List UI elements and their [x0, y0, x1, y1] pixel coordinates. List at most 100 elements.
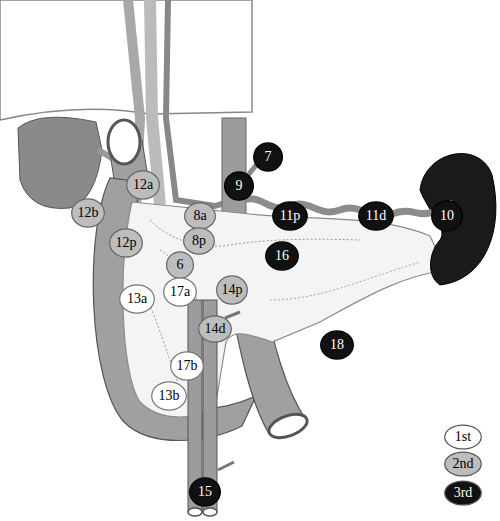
node-ellipse: [167, 252, 194, 278]
station-number: 12a: [133, 178, 153, 192]
node-ellipse: [321, 331, 354, 359]
mesenteric-branch: [225, 312, 240, 318]
lymph-node-station: 12b: [71, 198, 105, 228]
pancreas: [123, 202, 446, 417]
node-ellipse: [171, 352, 204, 380]
lymph-node-station: 8a: [184, 202, 216, 230]
lymph-node-station: 10: [431, 200, 463, 232]
legend-entry: 1st: [444, 424, 482, 450]
node-label-holder: 17a: [163, 277, 197, 307]
node-ellipse: [359, 202, 394, 230]
lymph-node-station: 17b: [170, 351, 204, 381]
lymph-node-station: 13a: [119, 284, 155, 314]
legend-text-holder: 2nd: [444, 451, 482, 477]
gallbladder: [18, 117, 102, 208]
lymph-node-station: 8p: [183, 227, 215, 255]
node-label-holder: 18: [320, 330, 354, 360]
node-label-holder: 8a: [184, 202, 216, 230]
station-number: 13b: [159, 389, 180, 403]
node-ellipse: [432, 201, 463, 231]
node-label-holder: 10: [431, 200, 463, 232]
station-number: 10: [440, 209, 454, 223]
legend-swatch: [445, 425, 481, 449]
node-ellipse: [266, 242, 299, 270]
node-ellipse: [225, 172, 254, 200]
node-ellipse: [184, 228, 215, 254]
legend-entry: 3rd: [444, 480, 482, 506]
legend-swatch: [445, 481, 481, 505]
node-ellipse: [164, 278, 197, 306]
legend-swatch: [445, 452, 481, 476]
lymph-node-station: 16: [265, 241, 299, 271]
station-number: 11p: [280, 209, 300, 223]
node-label-holder: 12b: [71, 198, 105, 228]
node-label-holder: 16: [265, 241, 299, 271]
lymph-node-station: 9: [224, 171, 254, 201]
node-ellipse: [120, 285, 155, 313]
node-label-holder: 9: [224, 171, 254, 201]
vessel-cut-end: [203, 508, 217, 516]
station-number: 8a: [193, 209, 206, 223]
spleen: [420, 154, 496, 285]
legend-entry: 2nd: [444, 451, 482, 477]
node-ellipse: [185, 203, 216, 229]
lymph-node-station: 7: [253, 142, 283, 172]
node-ellipse: [152, 382, 187, 410]
station-number: 14d: [205, 322, 226, 336]
station-number: 17b: [177, 359, 198, 373]
node-label-holder: 14d: [198, 315, 232, 343]
station-number: 14p: [222, 283, 243, 297]
lymph-node-station: 11p: [272, 201, 308, 231]
lymph-node-station: 14p: [216, 275, 248, 305]
node-label-holder: 14p: [216, 275, 248, 305]
lymph-node-station: 17a: [163, 277, 197, 307]
lymph-node-station: 11d: [358, 201, 394, 231]
node-ellipse: [190, 478, 221, 506]
station-number: 6: [177, 258, 184, 272]
node-label-holder: 12a: [126, 170, 160, 200]
node-label-holder: 15: [189, 477, 221, 507]
node-ellipse: [217, 276, 248, 304]
node-label-holder: 13b: [151, 381, 187, 411]
lymph-node-station: 14d: [198, 315, 232, 343]
legend-text: 1st: [455, 430, 471, 444]
node-ellipse: [72, 199, 105, 227]
node-label-holder: 12p: [109, 228, 143, 258]
node-ellipse: [199, 316, 232, 342]
station-number: 12b: [78, 206, 99, 220]
node-label-holder: 17b: [170, 351, 204, 381]
station-number: 7: [265, 150, 272, 164]
station-number: 13a: [127, 292, 147, 306]
station-number: 15: [198, 485, 212, 499]
lymph-node-station: 12p: [109, 228, 143, 258]
lymph-node-station: 12a: [126, 170, 160, 200]
pancreas-dotted-vessel: [270, 262, 420, 300]
node-ellipse: [254, 143, 283, 171]
duodenum-cut-end: [108, 120, 140, 164]
station-number: 11d: [366, 209, 386, 223]
legend-text: 3rd: [454, 486, 473, 500]
node-ellipse: [273, 202, 308, 230]
node-ellipse: [127, 171, 160, 199]
node-label-holder: 6: [166, 251, 194, 279]
node-label-holder: 7: [253, 142, 283, 172]
splenic-artery: [244, 199, 432, 216]
node-label-holder: 8p: [183, 227, 215, 255]
station-number: 18: [330, 338, 344, 352]
legend-text-holder: 1st: [444, 424, 482, 450]
lymph-node-station: 15: [189, 477, 221, 507]
station-number: 8p: [192, 234, 206, 248]
jejunum-cut-end: [266, 410, 310, 442]
legend-text: 2nd: [453, 457, 474, 471]
station-number: 16: [275, 249, 289, 263]
node-label-holder: 13a: [119, 284, 155, 314]
node-ellipse: [110, 229, 143, 257]
station-number: 9: [236, 179, 243, 193]
vessel-cut-end: [188, 508, 202, 516]
pancreas-dotted-vessel: [150, 220, 360, 246]
legend-text-holder: 3rd: [444, 480, 482, 506]
